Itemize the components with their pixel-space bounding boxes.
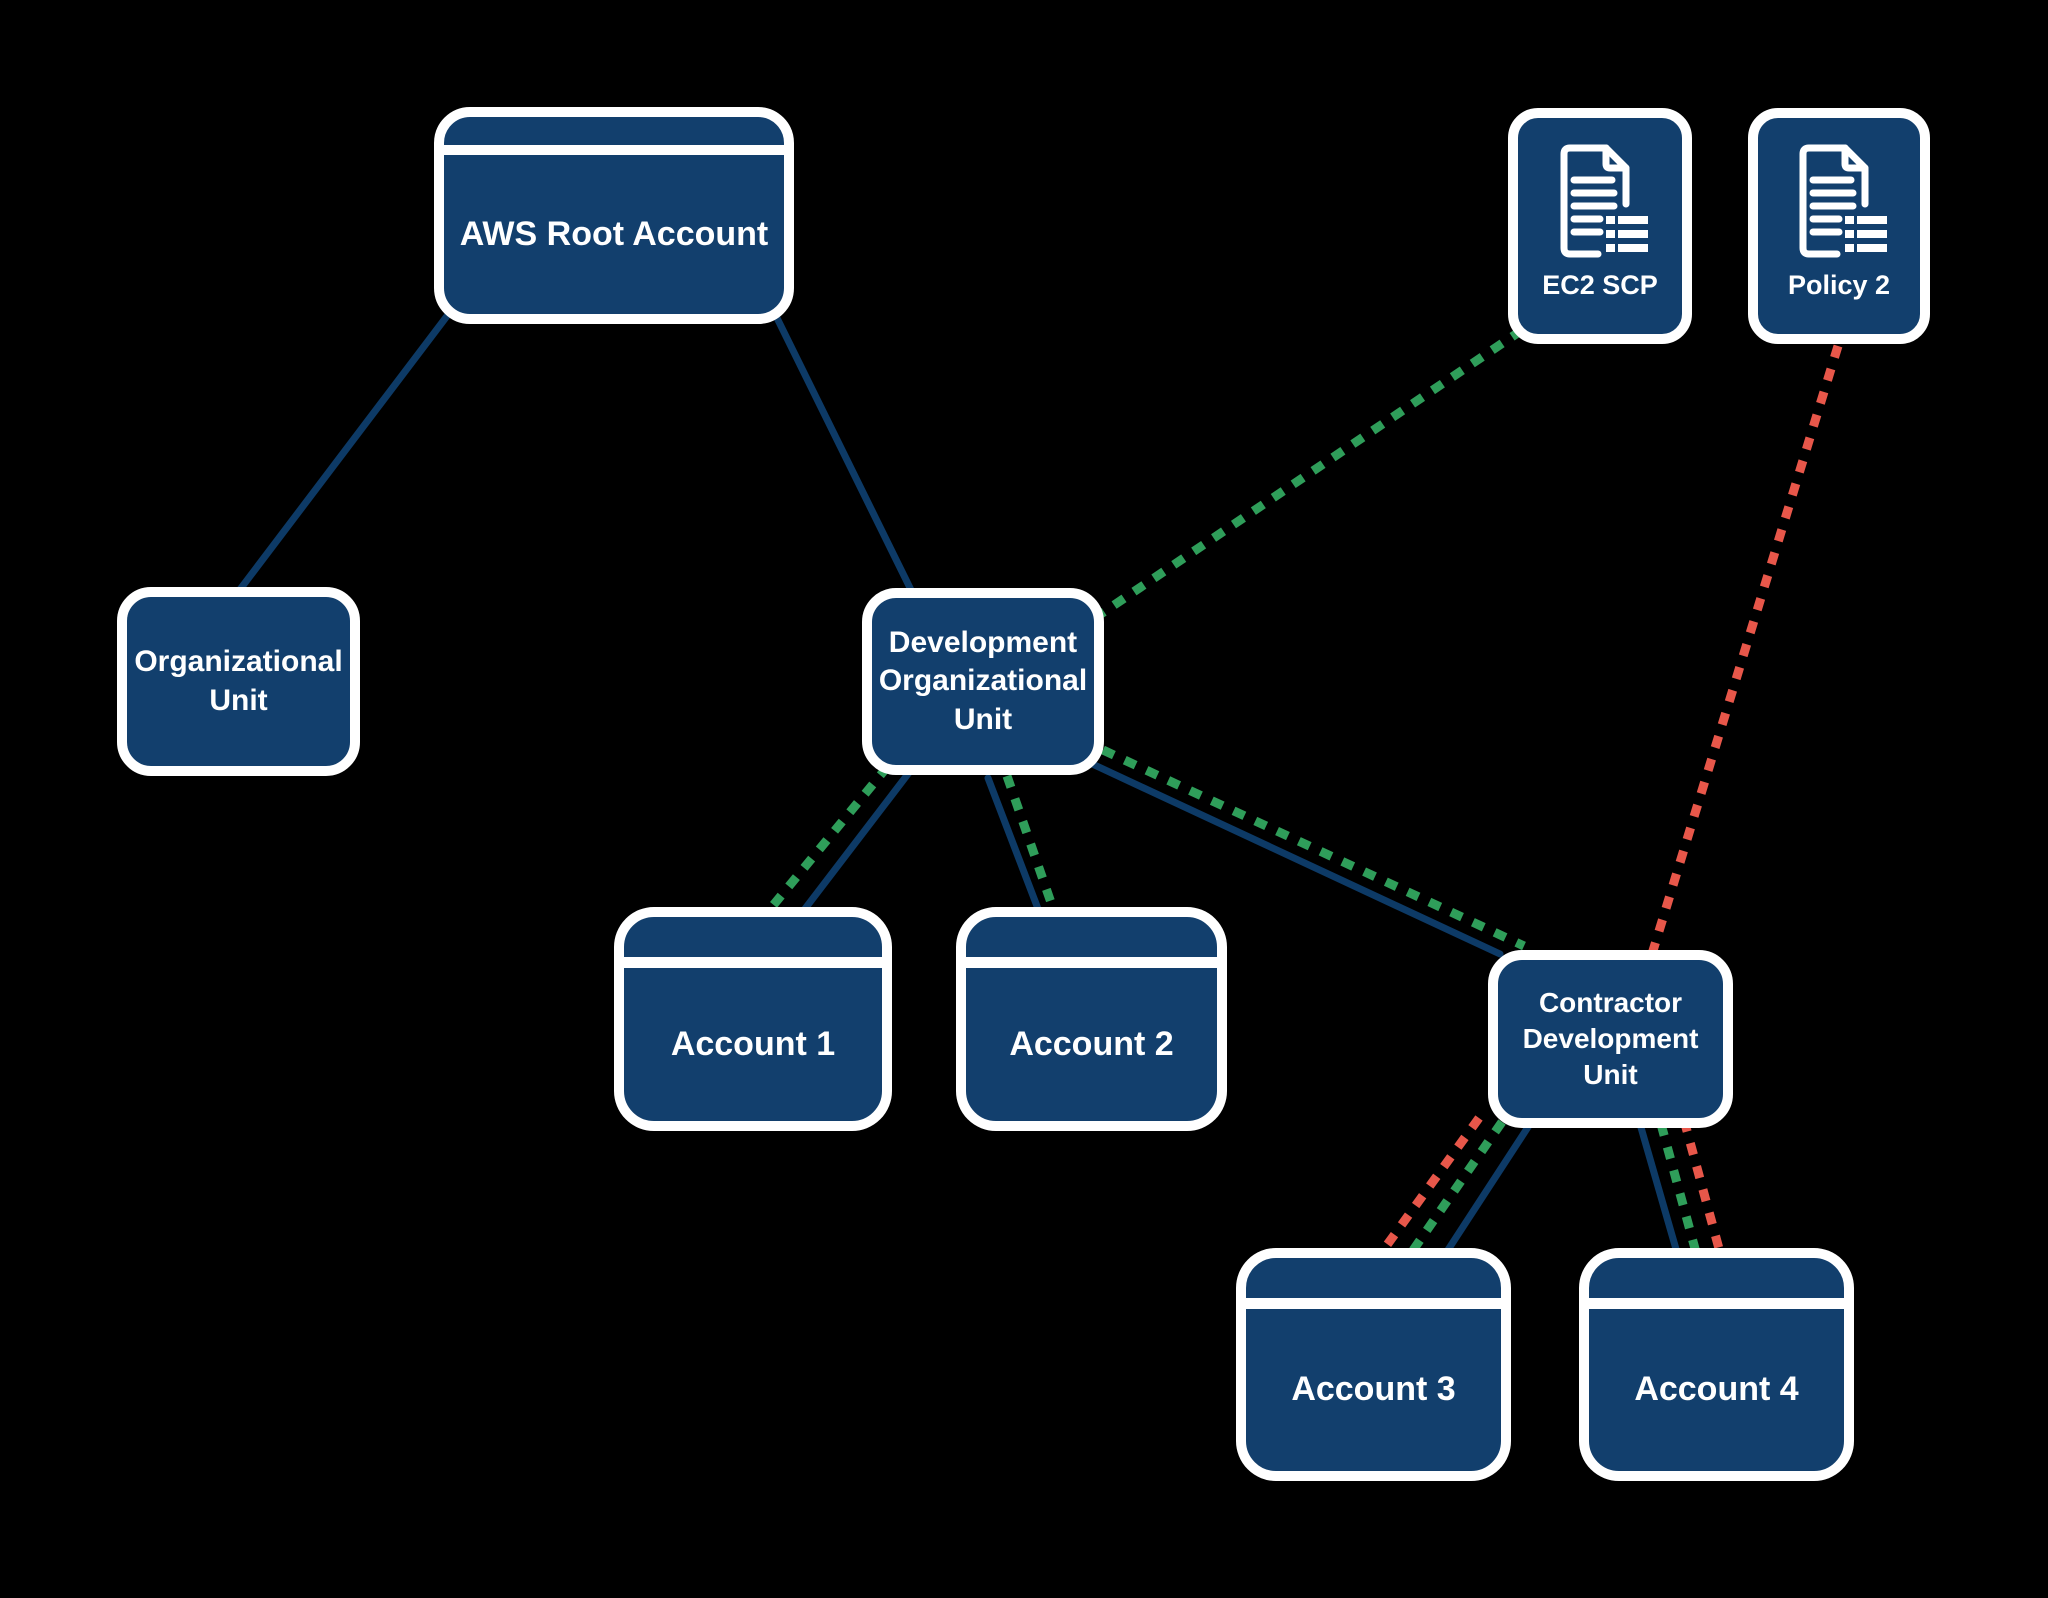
- edge-contractor-to-account4-navy: [1636, 1120, 1682, 1260]
- node-policy-2: Policy 2: [1748, 108, 1930, 344]
- edge-dev-ou-to-account1-green: [762, 763, 892, 917]
- edge-contractor-to-account3-navy: [1440, 1120, 1534, 1260]
- node-account-1: Account 1: [614, 907, 892, 1131]
- edge-contractor-to-account4-red: [1679, 1118, 1726, 1258]
- node-label: EC2 SCP: [1542, 270, 1658, 300]
- node-label: Policy 2: [1787, 270, 1891, 300]
- node-label-line: Unit: [209, 683, 268, 717]
- node-organizational-unit: Organizational Unit: [117, 587, 360, 776]
- node-label: Account 2: [1009, 1024, 1174, 1063]
- node-label-line: Development: [888, 625, 1078, 659]
- node-label: Account 1: [670, 1024, 836, 1063]
- node-label: Account 3: [1291, 1370, 1456, 1409]
- edge-dev-ou-to-contractor-green: [1101, 745, 1526, 951]
- node-label-line: Organizational: [878, 664, 1088, 698]
- node-development-organizational-unit: Development Organizational Unit: [862, 588, 1104, 775]
- node-account-4: Account 4: [1579, 1248, 1854, 1481]
- node-label-line: Organizational: [134, 645, 343, 679]
- edge-root-to-org-unit: [228, 312, 451, 604]
- node-label: Account 4: [1634, 1370, 1799, 1409]
- node-label: AWS Root Account: [459, 214, 769, 253]
- edge-policy2-to-contractor: [1647, 344, 1843, 956]
- document-icon: [1799, 144, 1887, 258]
- node-aws-root-account: AWS Root Account: [434, 107, 794, 324]
- edge-contractor-to-account3-red: [1375, 1115, 1483, 1259]
- node-contractor-development-unit: Contractor Development Unit: [1488, 950, 1733, 1128]
- edge-root-to-dev-ou: [772, 312, 920, 604]
- node-ec2-scp-policy: EC2 SCP: [1508, 108, 1692, 344]
- edge-dev-ou-to-account1-navy: [797, 766, 915, 918]
- edge-dev-ou-to-account2-navy: [984, 774, 1044, 918]
- edge-dev-ou-to-contractor-navy: [1084, 758, 1504, 958]
- node-label-line: Development: [1522, 1023, 1699, 1055]
- node-label-line: Contractor: [1538, 987, 1683, 1019]
- document-icon: [1560, 144, 1648, 258]
- node-account-3: Account 3: [1236, 1248, 1511, 1481]
- node-account-2: Account 2: [956, 907, 1227, 1131]
- edge-dev-ou-to-account2-green: [1002, 774, 1060, 916]
- edge-ec2-scp-to-dev-ou: [1083, 326, 1525, 628]
- edge-contractor-to-account3-green: [1405, 1119, 1506, 1259]
- node-label-line: Unit: [1583, 1058, 1638, 1090]
- node-label-line: Unit: [953, 702, 1013, 736]
